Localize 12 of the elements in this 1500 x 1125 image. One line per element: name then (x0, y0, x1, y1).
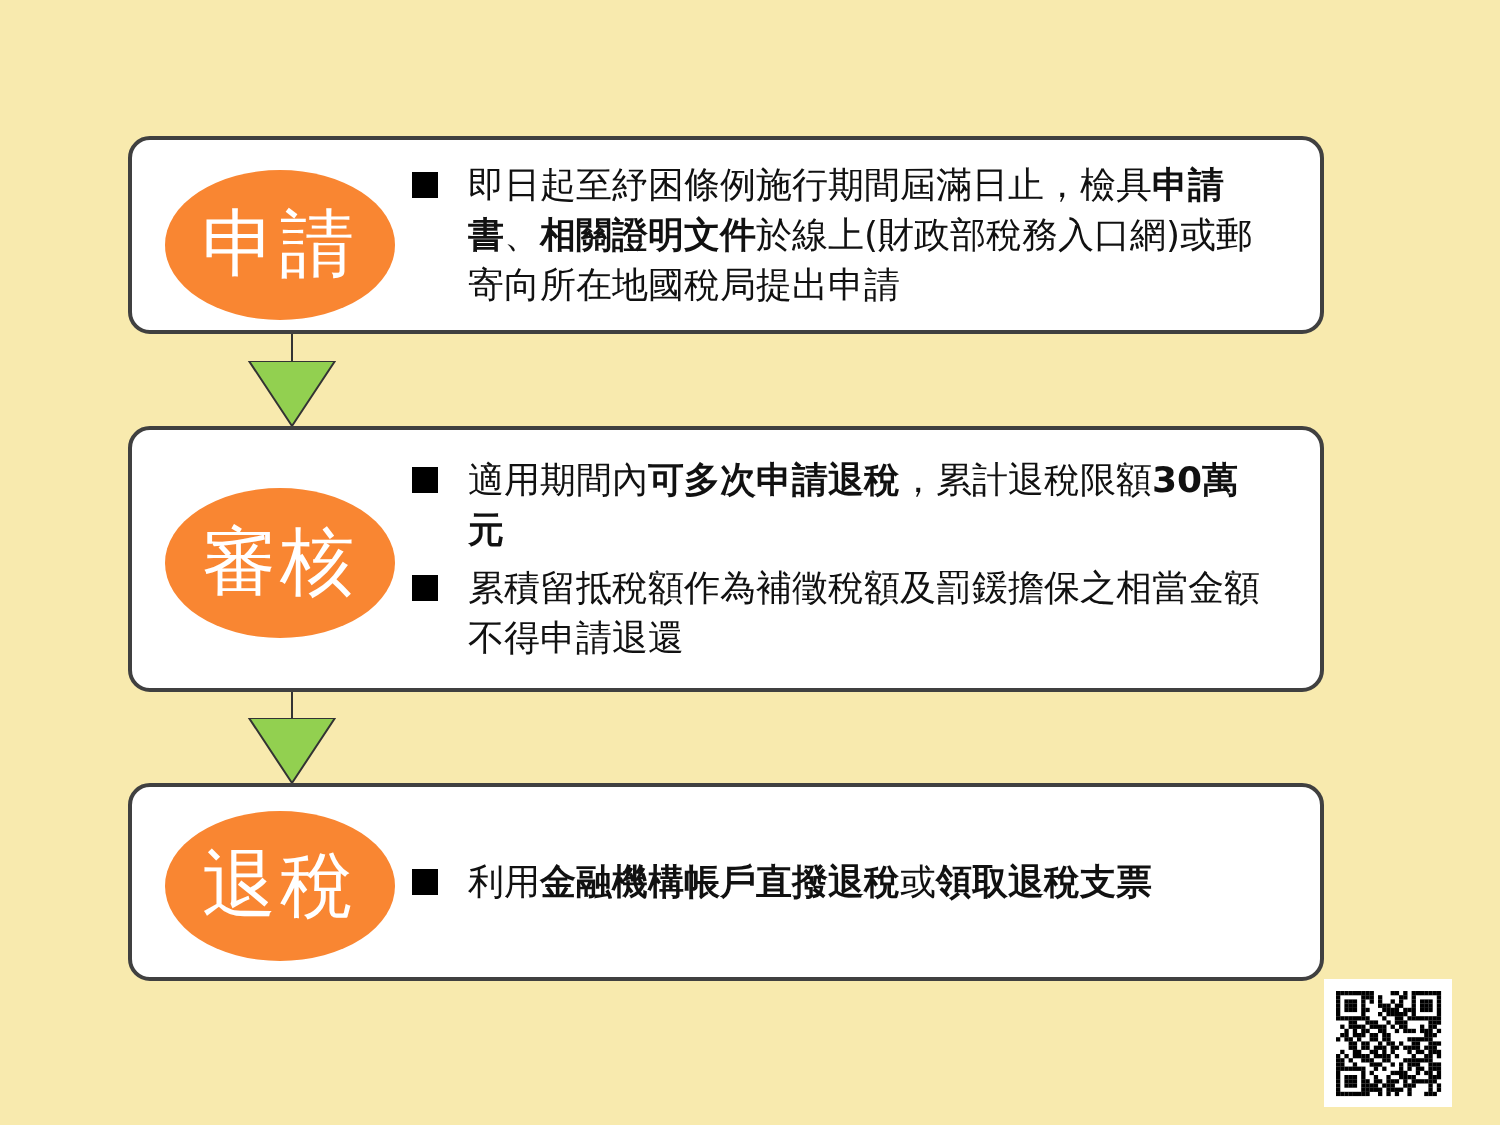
description-text: 適用期間內可多次申請退稅，累計退稅限額30萬元 (468, 458, 1240, 552)
down-arrow (248, 333, 336, 427)
step-oval: 申請 (165, 170, 395, 320)
step-oval: 審核 (165, 488, 395, 638)
step-card (128, 783, 1324, 981)
description-text: 利用金融機構帳戶直撥退稅或領取退稅支票 (468, 860, 1153, 904)
step-oval: 退稅 (165, 811, 395, 961)
description-text: 即日起至紓困條例施行期間屆滿日止，檢具申請書、相關證明文件於線上(財政部稅務入口網)或郵寄向所在地國稅局提出申請 (468, 163, 1254, 307)
step-card (128, 136, 1324, 334)
step-card (128, 426, 1324, 692)
down-arrow (248, 691, 336, 784)
description-text: 累積留抵稅額作為補徵稅額及罰鍰擔保之相當金額不得申請退還 (468, 566, 1261, 660)
